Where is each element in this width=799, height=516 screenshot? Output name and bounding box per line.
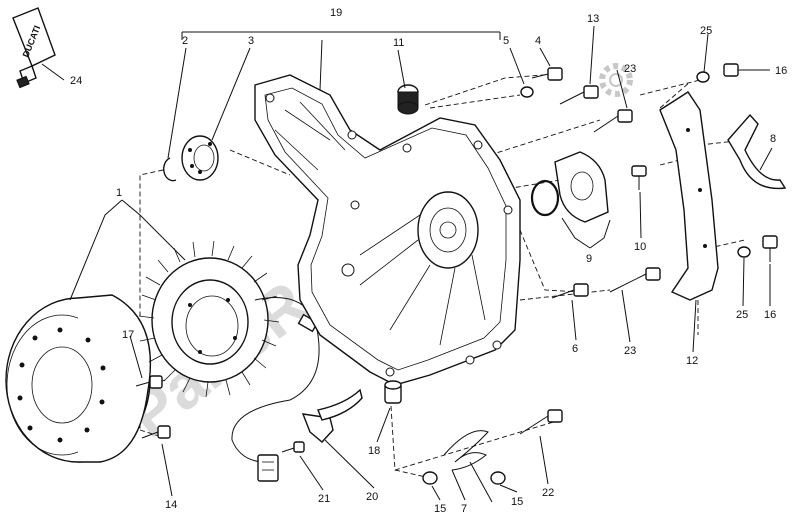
callout-16b: 16 [764,309,776,321]
callout-8: 8 [770,133,776,145]
callout-9: 9 [586,253,592,265]
callout-23b: 23 [624,345,636,357]
callout-22: 22 [542,487,554,499]
callout-24: 24 [70,75,82,87]
cable-guard-bracket[interactable] [659,91,719,301]
callout-19: 19 [330,7,342,19]
callout-15b: 15 [511,496,523,508]
bearing[interactable] [181,135,219,181]
wire-connector[interactable] [257,454,279,482]
stator[interactable] [138,240,280,398]
cable-holder[interactable] [727,113,787,190]
callout-5: 5 [503,35,509,47]
callout-12: 12 [686,355,698,367]
cover-plug[interactable] [397,84,419,115]
circlip[interactable] [163,157,177,182]
callout-labels: 1 2 3 4 5 6 7 8 9 10 11 12 13 14 15 15 1… [70,7,787,515]
callout-18: 18 [368,445,380,457]
callout-23a: 23 [624,63,636,75]
callout-17: 17 [122,329,134,341]
callout-13: 13 [587,13,599,25]
callout-6: 6 [572,343,578,355]
o-ring[interactable] [530,179,560,217]
callout-3: 3 [248,35,254,47]
rotor[interactable] [5,294,152,463]
washers[interactable] [422,71,751,485]
callout-25b: 25 [736,309,748,321]
spacer-bush[interactable] [384,380,402,404]
callout-15a: 15 [434,503,446,515]
wire-clip[interactable] [443,430,489,471]
callout-7: 7 [461,503,467,515]
callout-11: 11 [393,37,404,49]
callout-25a: 25 [700,25,712,37]
callout-16a: 16 [775,65,787,77]
callout-10: 10 [634,241,646,253]
sealant-tube[interactable]: DUCATI [12,7,56,89]
cable-guide-plate[interactable] [317,388,363,421]
callout-1: 1 [116,187,122,199]
callout-4: 4 [535,35,541,47]
inspection-gasket[interactable] [554,151,609,223]
callout-20: 20 [366,491,378,503]
leader-lines [41,25,773,503]
generator-cover[interactable] [254,74,521,386]
gear-logo-watermark [599,63,633,97]
rotor-bolt-holes [17,327,106,443]
callout-21: 21 [318,493,330,505]
callout-2: 2 [182,35,188,47]
screws[interactable] [135,63,778,453]
callout-14: 14 [165,499,177,511]
